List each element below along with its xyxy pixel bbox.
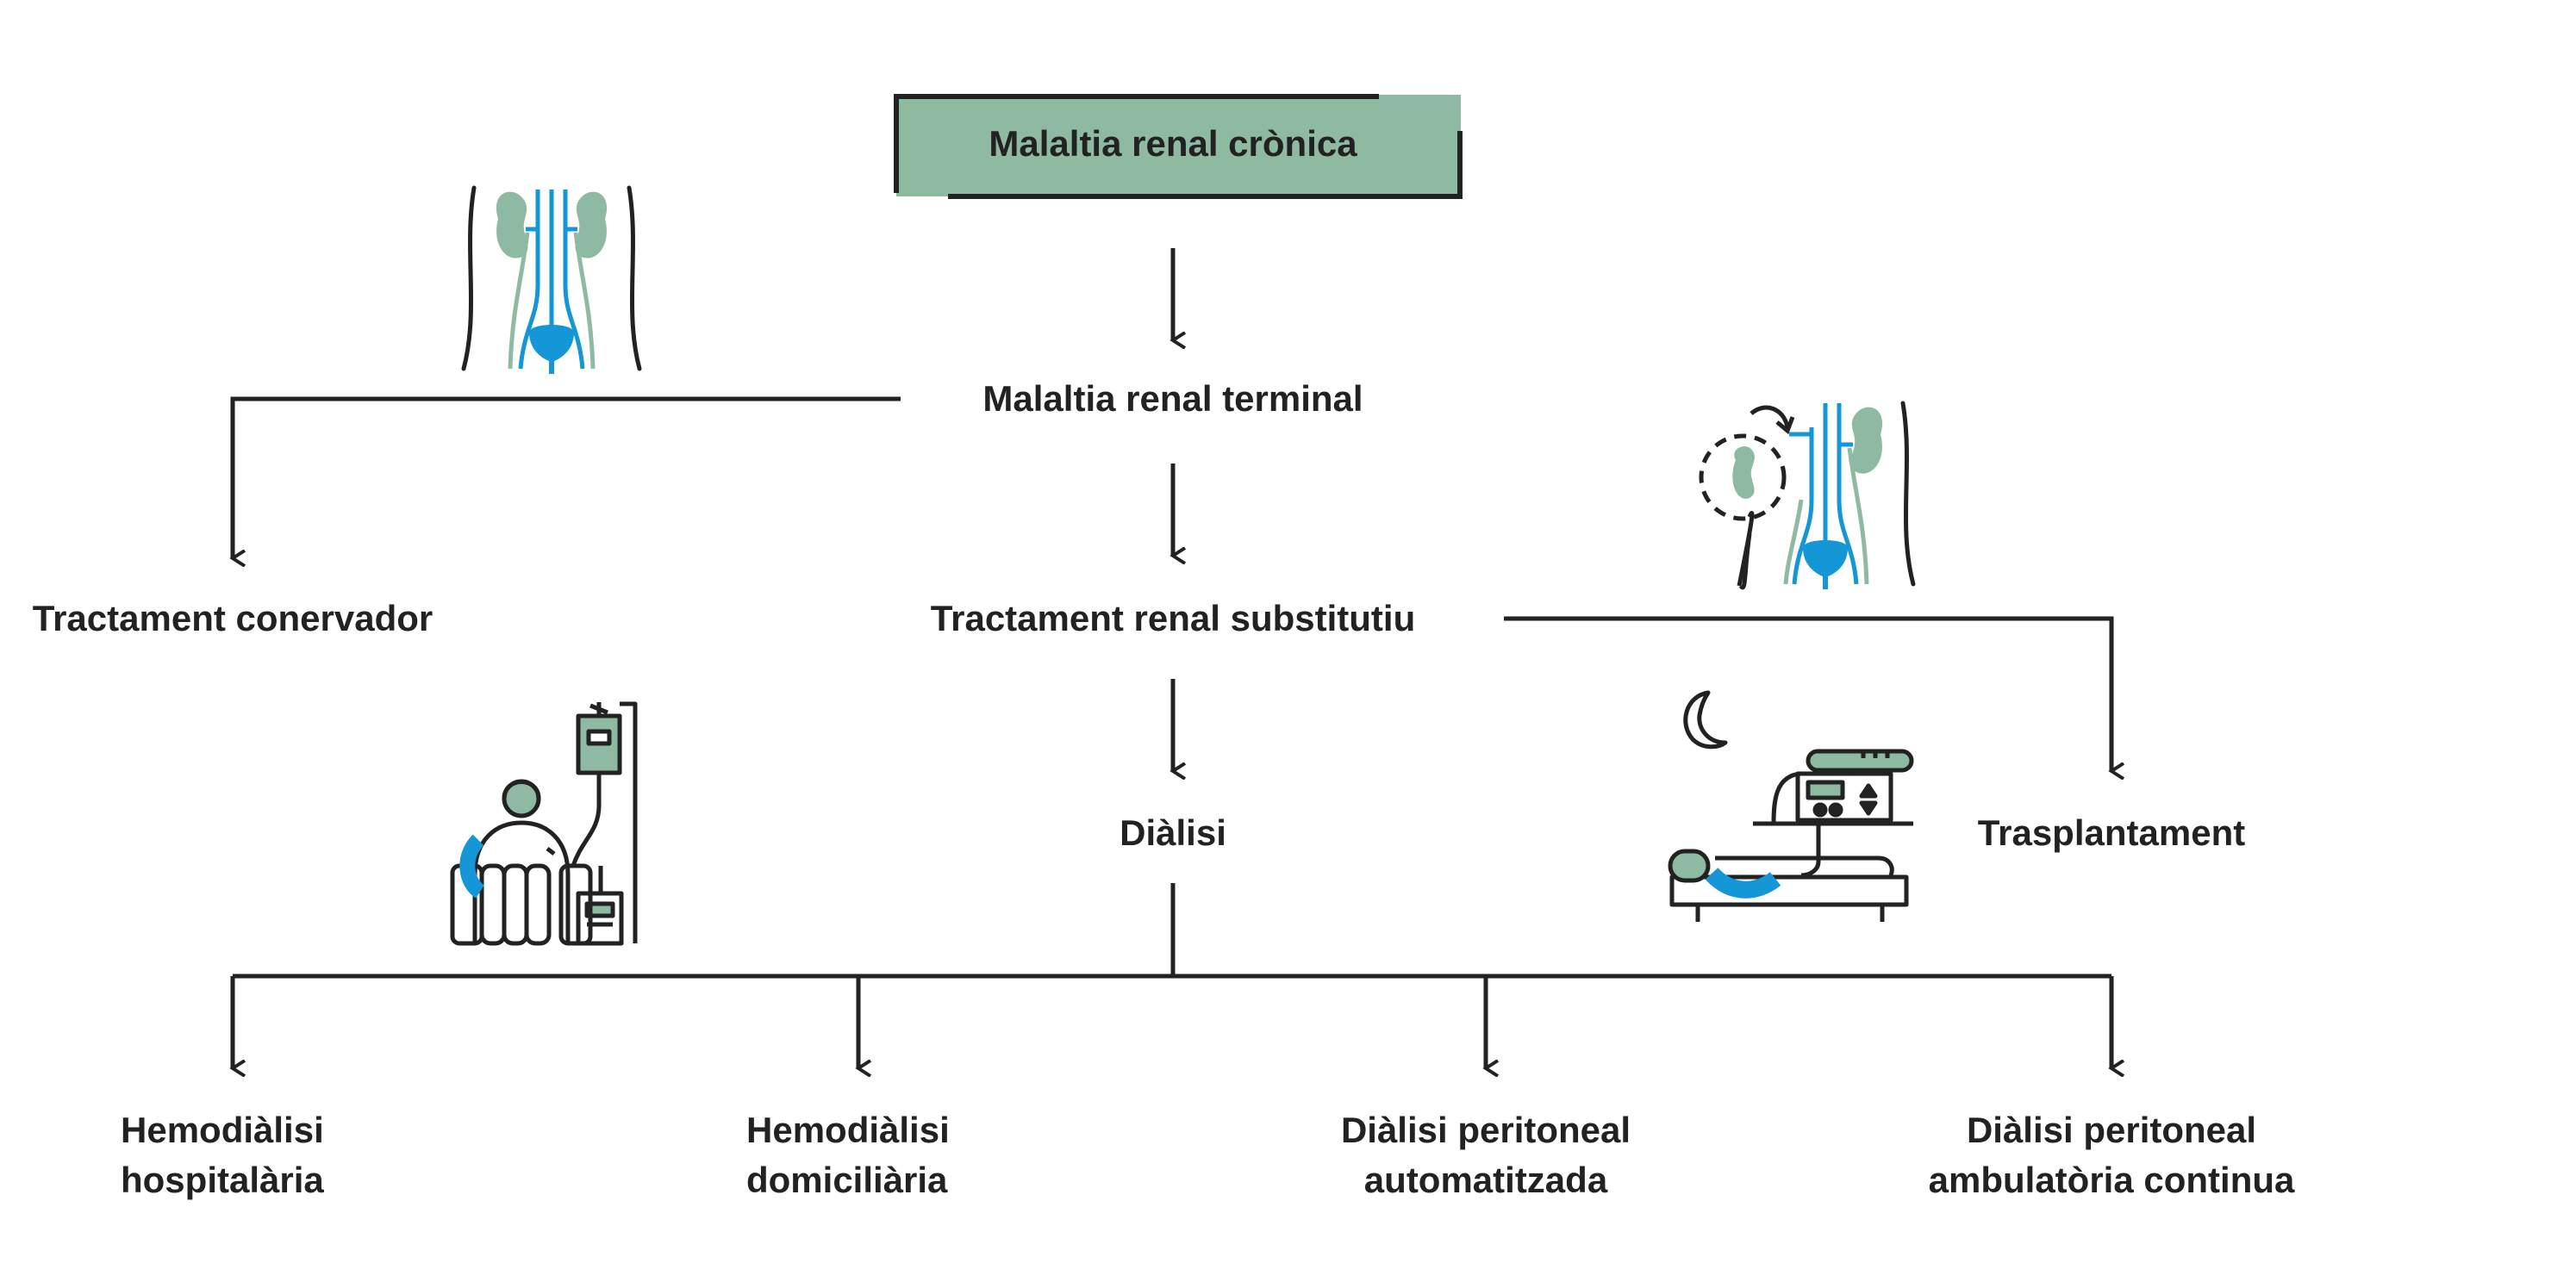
arrow-terminal-to-conservative bbox=[233, 396, 901, 558]
terminal-disease-label: Malaltia renal terminal bbox=[982, 378, 1363, 419]
arrow-replacement-to-transplant bbox=[1504, 616, 2111, 771]
hemo-hospital-line-2: hospitalària bbox=[121, 1160, 324, 1200]
connectors bbox=[233, 248, 2111, 1068]
replacement-therapy-label: Tractament renal substitutiu bbox=[930, 598, 1416, 638]
pd-ambulatory-line-2: ambulatòria continua bbox=[1928, 1160, 2295, 1200]
transplant-label: Trasplantament bbox=[1977, 812, 2246, 853]
night-cycler-bed-icon bbox=[1668, 690, 1914, 922]
chronic-disease-label: Malaltia renal crònica bbox=[989, 123, 1357, 164]
conservative-treatment-label: Tractament conervador bbox=[32, 598, 433, 638]
hemo-hospital-line-1: Hemodiàlisi bbox=[121, 1110, 324, 1150]
pd-ambulatory-line-1: Diàlisi peritoneal bbox=[1966, 1110, 2257, 1150]
hemo-home-label: Hemodiàlisi domiciliària bbox=[746, 1105, 950, 1205]
pd-automated-line-2: automatitzada bbox=[1363, 1160, 1608, 1200]
pd-automated-label: Diàlisi peritoneal automatitzada bbox=[1341, 1105, 1631, 1205]
chronic-disease-box bbox=[894, 94, 1463, 199]
dialysis-label: Diàlisi bbox=[1120, 812, 1226, 853]
pd-ambulatory-label: Diàlisi peritoneal ambulatòria continua bbox=[1929, 1105, 2295, 1205]
hemo-hospital-label: Hemodiàlisi hospitalària bbox=[121, 1105, 324, 1205]
pd-automated-line-1: Diàlisi peritoneal bbox=[1340, 1110, 1631, 1150]
hemo-home-line-1: Hemodiàlisi bbox=[746, 1110, 950, 1150]
hemo-home-line-2: domiciliària bbox=[746, 1160, 948, 1200]
kidney-urinary-system-icon bbox=[461, 185, 642, 374]
patient-dialysis-machine-icon bbox=[450, 701, 638, 946]
kidney-transplant-icon bbox=[1699, 401, 1916, 590]
